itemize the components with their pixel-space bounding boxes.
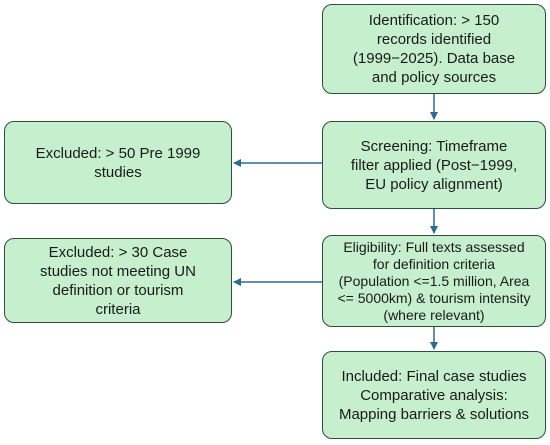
included-box: Included: Final case studies Comparative… [322,351,546,439]
eligibility-box: Eligibility: Full texts assessed for def… [322,235,546,327]
screening-box: Screening: Timeframe filter applied (Pos… [322,121,546,209]
excluded-criteria-text: Excluded: > 30 Case studies not meeting … [40,243,196,318]
identification-box: Identification: > 150 records identified… [322,4,546,94]
excluded-criteria-box: Excluded: > 30 Case studies not meeting … [4,238,232,323]
excluded-pre-1999-box: Excluded: > 50 Pre 1999 studies [4,121,232,204]
eligibility-text: Eligibility: Full texts assessed for def… [337,238,531,323]
excluded-pre-1999-text: Excluded: > 50 Pre 1999 studies [35,144,201,181]
screening-text: Screening: Timeframe filter applied (Pos… [350,137,518,193]
identification-text: Identification: > 150 records identified… [352,12,516,86]
included-text: Included: Final case studies Comparative… [338,367,530,423]
